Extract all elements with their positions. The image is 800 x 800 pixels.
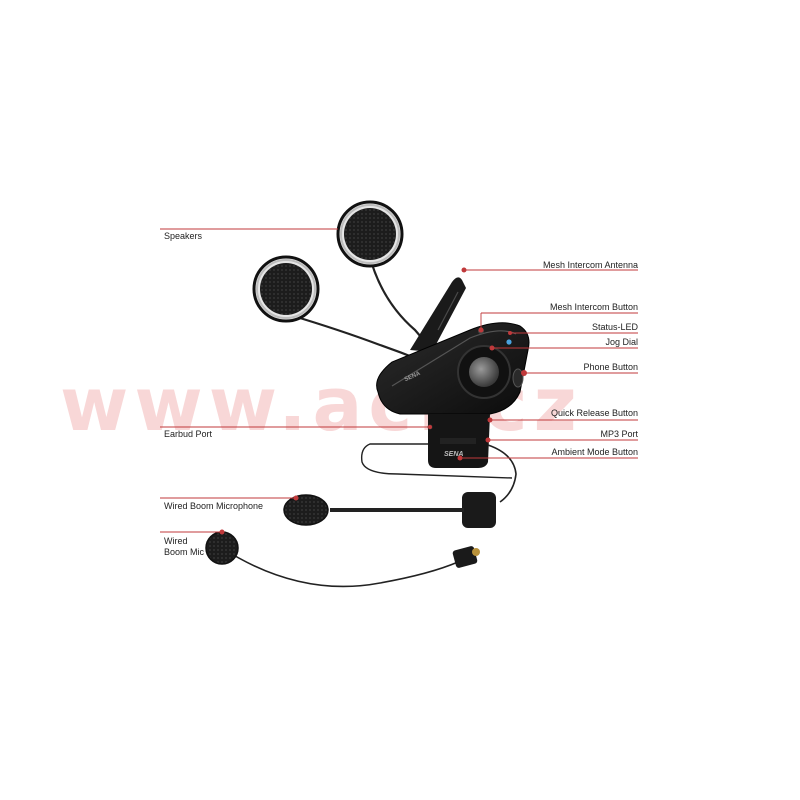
brand-mark-clip: SENA bbox=[444, 451, 463, 458]
status-led bbox=[506, 339, 512, 345]
jog-dial bbox=[457, 345, 511, 399]
boom-cable bbox=[487, 444, 517, 503]
label-mp3-port: MP3 Port bbox=[600, 429, 638, 439]
clamp-cable-left bbox=[360, 443, 513, 479]
label-ambient-mode-button: Ambient Mode Button bbox=[551, 447, 638, 457]
label-earbud-port: Earbud Port bbox=[164, 429, 213, 439]
leader-dots bbox=[219, 267, 527, 535]
label-mesh-intercom-antenna: Mesh Intercom Antenna bbox=[542, 260, 638, 270]
wired-boom-microphone bbox=[283, 492, 496, 528]
phone-button bbox=[512, 368, 524, 388]
mesh-intercom-antenna bbox=[410, 277, 466, 352]
label-wired-boom-mic-line1: Wired bbox=[164, 536, 188, 546]
label-quick-release-button: Quick Release Button bbox=[550, 408, 638, 418]
speaker-lower bbox=[252, 255, 320, 323]
label-wired-boom-microphone: Wired Boom Microphone bbox=[164, 501, 264, 511]
label-status-led: Status-LED bbox=[591, 322, 638, 332]
speaker-upper bbox=[336, 200, 404, 268]
label-wired-boom-mic-line2: Boom Mic bbox=[164, 547, 205, 557]
label-phone-button: Phone Button bbox=[583, 362, 638, 372]
label-mesh-intercom-button: Mesh Intercom Button bbox=[549, 302, 638, 312]
leader-lines bbox=[160, 228, 638, 533]
label-jog-dial: Jog Dial bbox=[605, 337, 638, 347]
speaker-cable-lower bbox=[289, 313, 421, 362]
label-speakers: Speakers bbox=[164, 231, 203, 241]
wired-boom-mic bbox=[205, 531, 480, 588]
